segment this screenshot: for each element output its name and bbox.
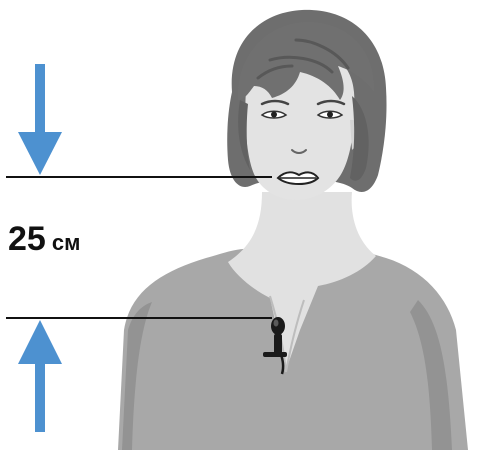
distance-value: 25: [8, 220, 46, 258]
left-eye: [262, 111, 286, 118]
right-eye: [318, 111, 342, 118]
arrow-down-icon: [18, 64, 62, 175]
person-illustration: [118, 10, 468, 450]
distance-unit: см: [52, 230, 81, 255]
mouth: [278, 172, 318, 184]
arrow-up-icon: [18, 320, 62, 432]
